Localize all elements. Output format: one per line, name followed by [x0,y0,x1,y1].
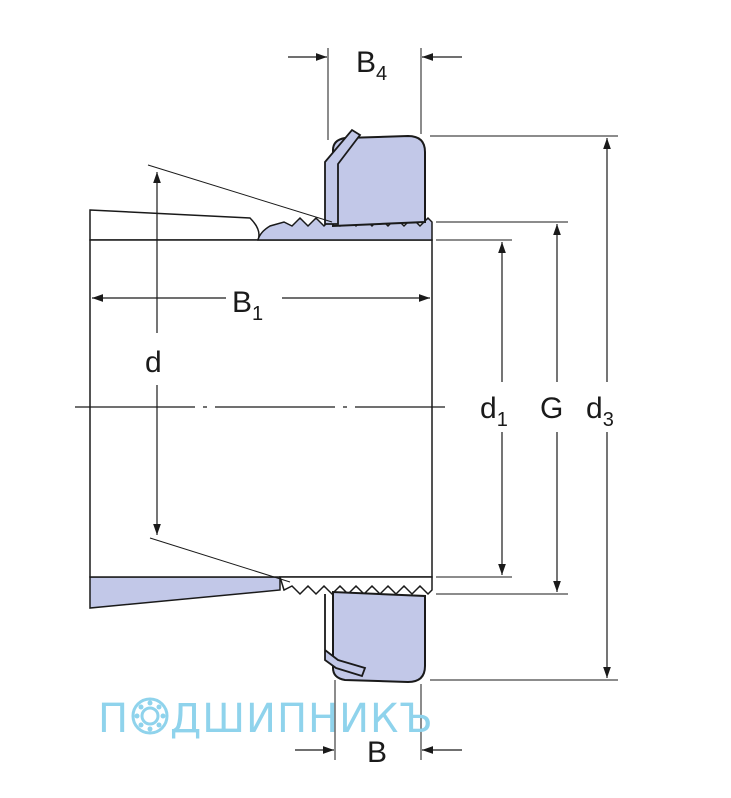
lock-washer-bottom [324,594,367,678]
taper-line-bottom [149,537,291,583]
label-b: B [367,736,387,769]
lock-washer-top [324,128,362,225]
thread-bottom [278,576,433,596]
sleeve-body [89,239,433,578]
lock-nut-top [332,134,426,228]
svg-text:П: П [98,696,129,742]
taper-line-top [147,164,333,223]
label-d: d [145,346,162,379]
lock-nut-bottom [332,590,426,684]
watermark-logo: П ДШИПНИКЪ [98,696,434,742]
label-d3: d3 [586,392,614,431]
svg-text:ДШИПНИКЪ: ДШИПНИКЪ [170,696,434,742]
label-b4: B4 [356,46,387,85]
sleeve-wall-top [89,209,260,241]
sleeve-wall-bottom [89,576,281,609]
label-g: G [540,392,563,425]
label-b1: B1 [232,286,263,325]
bearing-icon [131,697,169,735]
label-d1: d1 [480,392,508,431]
